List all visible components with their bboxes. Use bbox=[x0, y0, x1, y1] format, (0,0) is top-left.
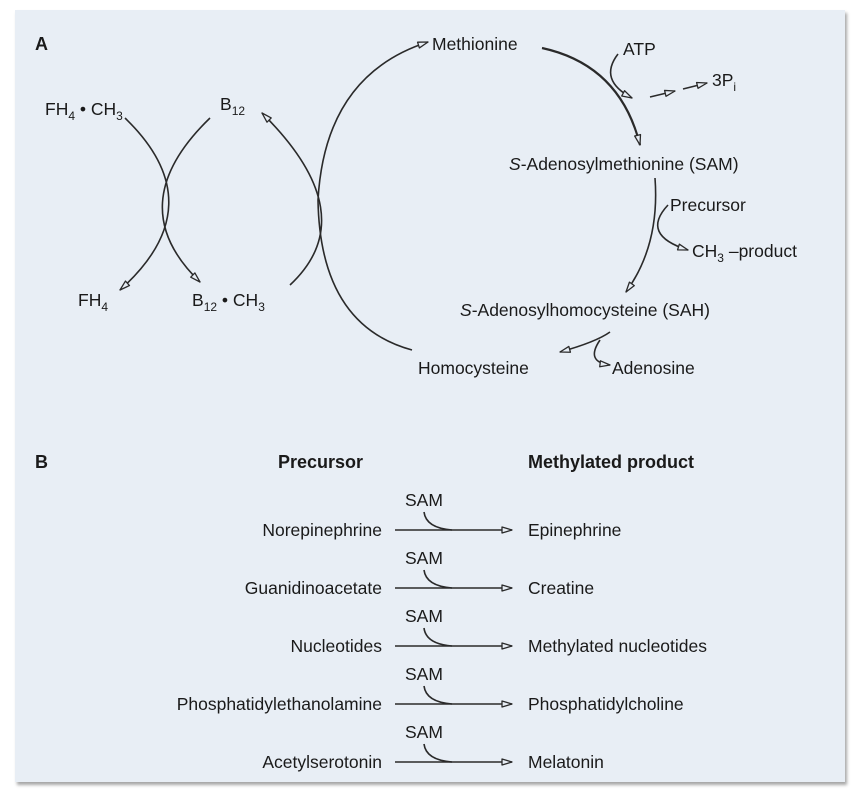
reaction-cofactor: SAM bbox=[405, 490, 443, 510]
ch3-product-label: CH3 –product bbox=[692, 241, 797, 265]
cofactor-branch bbox=[423, 743, 453, 763]
fh4-label: FH4 bbox=[78, 290, 108, 314]
methyl-transfer-branch-arrow bbox=[656, 204, 689, 251]
pi-arrow-1 bbox=[649, 89, 676, 98]
reaction-cofactor: SAM bbox=[405, 606, 443, 626]
b12ch3-to-b12-arrow bbox=[261, 112, 323, 286]
reaction-row: Nucleotides SAM Methylated nucleotides bbox=[291, 606, 708, 656]
sam-label: S-Adenosylmethionine (SAM) bbox=[509, 154, 739, 174]
cofactor-branch bbox=[423, 685, 453, 705]
precursor-column-header: Precursor bbox=[278, 452, 363, 472]
panel-b-label: B bbox=[35, 452, 48, 472]
reaction-precursor: Phosphatidylethanolamine bbox=[177, 694, 382, 714]
three-pi-label: 3Pi bbox=[712, 70, 736, 94]
sah-to-homocysteine-arrow bbox=[559, 331, 611, 353]
reaction-row: Acetylserotonin SAM Melatonin bbox=[262, 722, 604, 772]
cofactor-branch bbox=[423, 511, 453, 531]
b12-ch3-label: B12 • CH3 bbox=[192, 290, 265, 314]
homocysteine-label: Homocysteine bbox=[418, 358, 529, 378]
homocysteine-to-methionine-arrow bbox=[317, 41, 429, 351]
sam-to-sah-arrow bbox=[625, 177, 657, 293]
reaction-list: NorepinephrineSAMEpinephrineGuanidinoace… bbox=[177, 490, 708, 772]
cofactor-branch bbox=[423, 569, 453, 589]
reaction-product: Melatonin bbox=[528, 752, 604, 772]
reaction-product: Epinephrine bbox=[528, 520, 621, 540]
reaction-cofactor: SAM bbox=[405, 722, 443, 742]
reaction-precursor: Norepinephrine bbox=[262, 520, 382, 540]
reaction-product: Phosphatidylcholine bbox=[528, 694, 684, 714]
reaction-row: Guanidinoacetate SAM Creatine bbox=[245, 548, 594, 598]
pi-arrow-2 bbox=[682, 81, 708, 90]
reaction-row: Norepinephrine SAM Epinephrine bbox=[262, 490, 621, 540]
reaction-product: Creatine bbox=[528, 578, 594, 598]
reaction-cofactor: SAM bbox=[405, 548, 443, 568]
reaction-precursor: Acetylserotonin bbox=[262, 752, 382, 772]
panel-a-label: A bbox=[35, 34, 48, 54]
atp-label: ATP bbox=[623, 39, 656, 59]
reaction-cofactor: SAM bbox=[405, 664, 443, 684]
adenosine-branch-arrow bbox=[593, 339, 611, 368]
b12-to-b12ch3-arrow bbox=[161, 117, 211, 283]
adenosine-label: Adenosine bbox=[612, 358, 695, 378]
methionine-to-sam-arrow bbox=[541, 46, 642, 146]
methionine-label: Methionine bbox=[432, 34, 518, 54]
cofactor-branch bbox=[423, 627, 453, 647]
reaction-product: Methylated nucleotides bbox=[528, 636, 707, 656]
figure-panel bbox=[15, 10, 845, 782]
fh4ch3-to-fh4-arrow bbox=[119, 117, 170, 291]
reaction-precursor: Nucleotides bbox=[291, 636, 383, 656]
product-column-header: Methylated product bbox=[528, 452, 694, 472]
reaction-row: Phosphatidylethanolamine SAM Phosphatidylc… bbox=[177, 664, 684, 714]
reaction-precursor: Guanidinoacetate bbox=[245, 578, 382, 598]
b12-label: B12 bbox=[220, 94, 245, 118]
atp-branch-arrow bbox=[609, 53, 633, 99]
sah-label: S-Adenosylhomocysteine (SAH) bbox=[460, 300, 710, 320]
precursor-label: Precursor bbox=[670, 195, 746, 215]
fh4-ch3-label: FH4 • CH3 bbox=[45, 99, 123, 123]
